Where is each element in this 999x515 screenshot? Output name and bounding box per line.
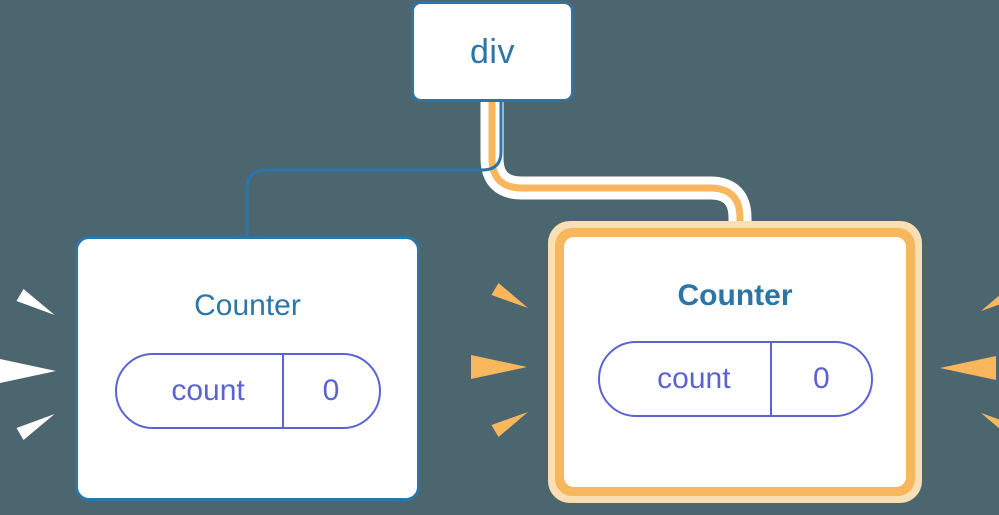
counter-left-state-pill[interactable]: count 0 — [114, 353, 381, 429]
node-counter-left[interactable]: Counter count 0 — [75, 236, 420, 501]
connector-left-line — [245, 101, 503, 240]
burst-ray-white-bottom — [16, 407, 59, 441]
burst-ray-orange-right-middle — [940, 356, 996, 380]
counter-left-title: Counter — [194, 289, 301, 322]
burst-ray-white-middle — [0, 359, 56, 383]
counter-right-title: Counter — [677, 279, 793, 312]
burst-ray-orange-right-top — [977, 285, 999, 318]
root-label: div — [470, 32, 515, 71]
burst-ray-orange-left-bottom — [491, 405, 532, 438]
counter-right-face: Counter count 0 — [564, 237, 906, 487]
counter-right-state-pill[interactable]: count 0 — [597, 341, 873, 417]
counter-left-state-value: 0 — [281, 355, 379, 427]
burst-ray-white-top — [16, 288, 59, 322]
counter-right-state-key: count — [657, 362, 731, 395]
burst-ray-orange-left-top — [491, 282, 532, 315]
burst-ray-orange-left-middle — [471, 355, 527, 379]
node-counter-right[interactable]: Counter count 0 — [548, 221, 922, 503]
burst-ray-orange-right-bottom — [977, 406, 999, 439]
counter-right-state-value: 0 — [770, 343, 870, 415]
counter-left-state-key: count — [171, 374, 245, 407]
node-root-div[interactable]: div — [411, 1, 574, 102]
